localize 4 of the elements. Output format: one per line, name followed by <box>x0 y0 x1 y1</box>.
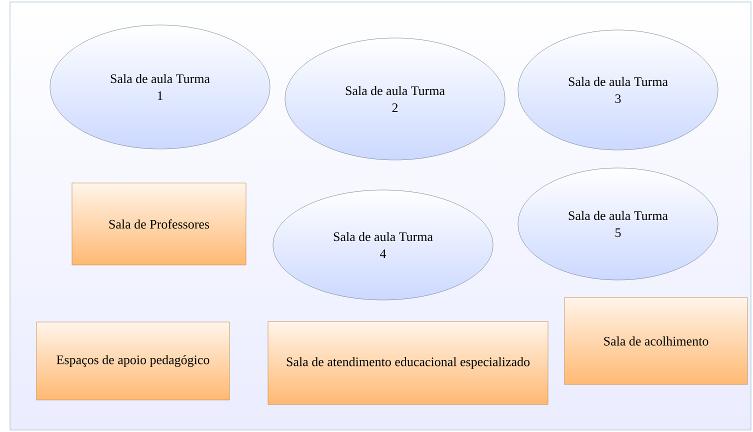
room-box: Sala de Professores <box>72 182 246 266</box>
room-box: Espaços de apoio pedagógico <box>36 322 230 400</box>
room-box: Sala de acolhimento <box>564 297 748 385</box>
room-box: Sala de atendimento educacional especializado <box>268 321 548 405</box>
